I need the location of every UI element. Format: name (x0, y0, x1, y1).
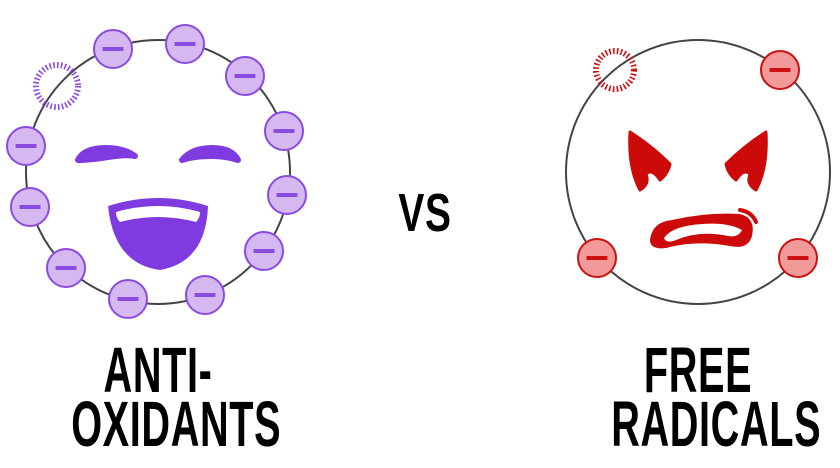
minus-icon (586, 256, 608, 260)
free-radical-molecule (565, 39, 831, 305)
antioxidant-electrons (6, 24, 307, 319)
free-radical-missing-electron-icon (593, 48, 637, 92)
free-radicals-title-line1: FREE (643, 334, 753, 406)
free-radical-atom-outline (565, 39, 831, 305)
antioxidant-free-electron-slot-icon (33, 62, 81, 110)
free-radical-teeth (664, 223, 742, 242)
versus-label: VS (398, 183, 452, 243)
antioxidant-teeth (116, 206, 200, 222)
minus-icon (253, 249, 275, 253)
antioxidants-title-line1: ANTI- (103, 334, 213, 406)
free-radical-electrons (577, 50, 818, 278)
antioxidant-molecule (6, 24, 307, 319)
minus-icon (174, 42, 196, 46)
free-radical-left-eye (628, 130, 672, 192)
free-radical-mouth-crease (738, 208, 758, 224)
minus-icon (15, 144, 37, 148)
minus-icon (234, 74, 256, 78)
antioxidant-face (75, 145, 241, 270)
antioxidant-right-eyebrow (179, 145, 241, 163)
antioxidants-title-line2: OXIDANTS (71, 388, 282, 460)
antioxidant-atom-outline (25, 39, 291, 305)
minus-icon (194, 293, 216, 297)
minus-icon (769, 68, 791, 72)
minus-icon (276, 193, 298, 197)
minus-icon (787, 256, 809, 260)
minus-icon (55, 266, 77, 270)
minus-icon (273, 129, 295, 133)
antioxidant-left-eyebrow (75, 145, 138, 163)
minus-icon (19, 205, 41, 209)
minus-icon (102, 47, 124, 51)
free-radical-face (628, 130, 768, 249)
free-radicals-title-line2: RADICALS (611, 388, 822, 460)
free-radical-right-eye (724, 130, 768, 192)
minus-icon (117, 297, 139, 301)
